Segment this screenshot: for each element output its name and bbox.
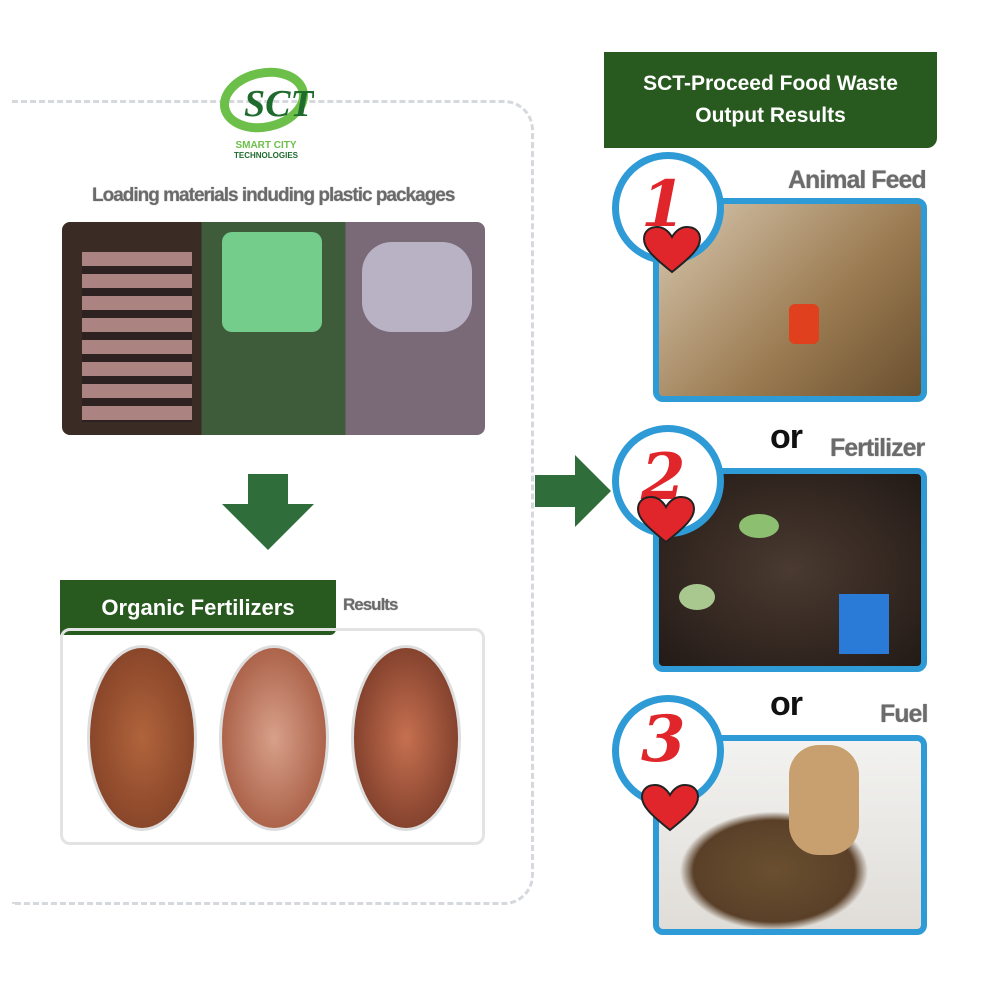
or-label-2: or [770, 685, 803, 723]
fertilizer-label: Fertilizer [830, 434, 925, 462]
logo-swoosh-icon: SCT [219, 67, 315, 133]
down-arrow-icon [222, 474, 314, 550]
logo-line1: SMART CITY [235, 140, 297, 151]
output-results-title: SCT-Proceed Food Waste Output Results [604, 52, 937, 148]
fertilizer-sample-3 [351, 645, 461, 831]
fertilizer-photo [653, 468, 927, 672]
fuel-label: Fuel [880, 700, 928, 728]
fertilizer-results-box [60, 628, 485, 845]
title-line1: SCT-Proceed Food Waste [643, 72, 898, 95]
or-label-1: or [770, 418, 803, 456]
heart-icon [642, 226, 702, 274]
fertilizer-sample-2 [219, 645, 329, 831]
loading-materials-photo [62, 222, 485, 435]
step-1-number: 1 [641, 167, 686, 242]
right-arrow-icon [535, 455, 611, 527]
animal-feed-label: Animal Feed [788, 166, 927, 194]
svg-text:SCT: SCT [244, 83, 314, 125]
sct-logo: SCT SMART CITY TECHNOLOGIES [218, 66, 315, 160]
fertilizer-sample-1 [87, 645, 197, 831]
logo-line2: TECHNOLOGIES [233, 151, 298, 160]
title-line2: Output Results [695, 104, 846, 127]
step-3-number: 3 [641, 702, 686, 777]
heart-icon [640, 784, 700, 832]
heart-icon [636, 496, 696, 544]
left-process-panel [12, 100, 534, 905]
results-label: Results [343, 595, 398, 614]
organic-fertilizers-banner: Organic Fertilizers [60, 580, 336, 635]
loading-caption: Loading materials induding plastic packa… [92, 185, 455, 206]
